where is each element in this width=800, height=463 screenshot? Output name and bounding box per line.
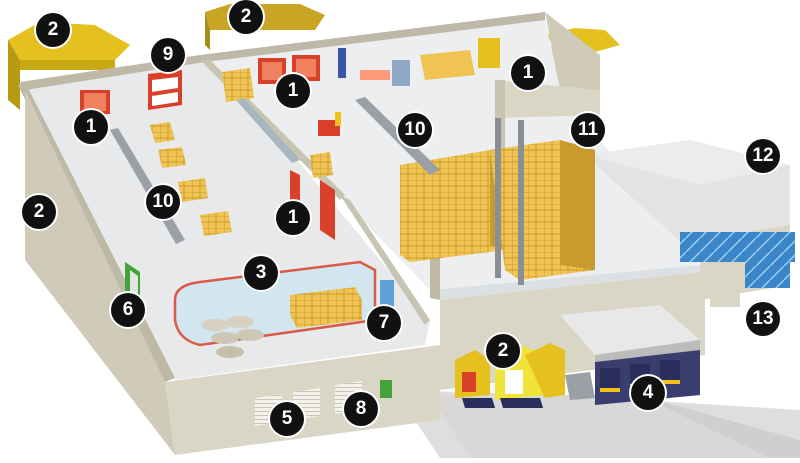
forklift [318, 112, 341, 136]
fire-door [148, 70, 182, 110]
dock-stairs [565, 372, 595, 400]
callout-8: 8 [344, 392, 378, 426]
callout-2: 2 [229, 0, 263, 34]
callout-1: 1 [74, 110, 108, 144]
callout-11: 11 [571, 113, 605, 147]
high-bay-racks [400, 118, 595, 285]
office-block [585, 140, 795, 307]
callout-10: 10 [146, 185, 180, 219]
machinery [338, 38, 500, 86]
callout-12: 12 [746, 139, 780, 173]
callout-2: 2 [22, 195, 56, 229]
callout-2: 2 [486, 334, 520, 368]
loading-dock [560, 305, 700, 405]
callout-1: 1 [276, 74, 310, 108]
callout-7: 7 [367, 306, 401, 340]
callout-1: 1 [511, 56, 545, 90]
callout-13: 13 [746, 302, 780, 336]
callout-4: 4 [631, 376, 665, 410]
pallet-stacks [150, 50, 475, 328]
callout-3: 3 [244, 256, 278, 290]
callout-9: 9 [151, 38, 185, 72]
ground [395, 390, 800, 458]
callout-2: 2 [36, 13, 70, 47]
callout-6: 6 [111, 293, 145, 327]
drum-stack [201, 316, 264, 358]
callout-1: 1 [276, 201, 310, 235]
callout-10: 10 [398, 113, 432, 147]
callout-5: 5 [270, 402, 304, 436]
